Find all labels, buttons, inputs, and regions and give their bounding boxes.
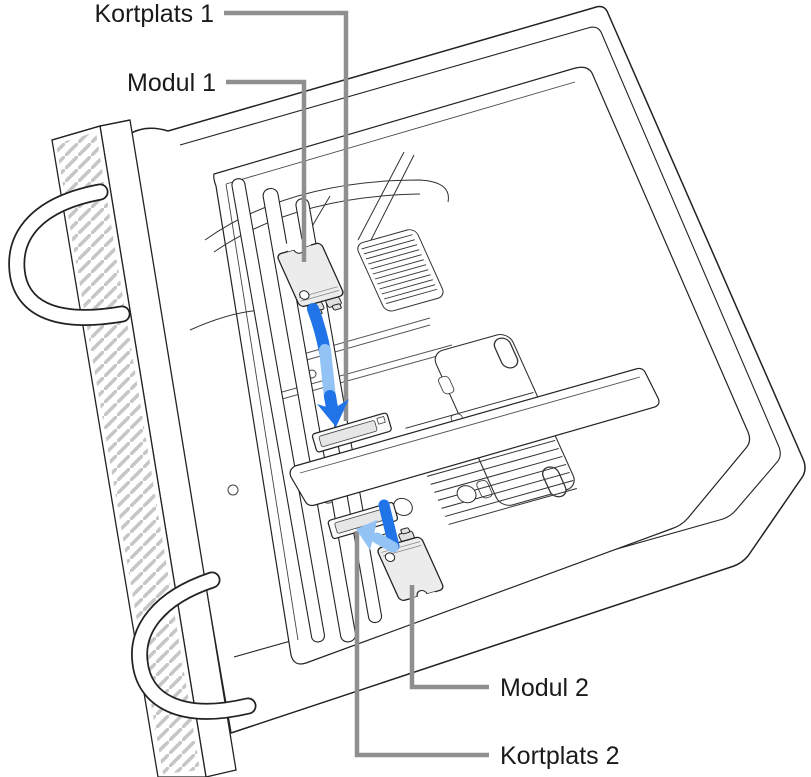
- leader-kortplats-2: [354, 531, 489, 758]
- plate-clip: [476, 480, 493, 499]
- leader-modul-1: [226, 79, 307, 262]
- leader-modul-2: [409, 585, 489, 690]
- label-modul-1: Modul 1: [127, 69, 216, 97]
- bottom-foot-handle: [131, 571, 257, 720]
- insertion-arrow-module1-icon: [307, 303, 349, 427]
- label-modul-2: Modul 2: [500, 674, 589, 702]
- oval-cutout: [541, 466, 567, 498]
- oval-cutout: [493, 337, 519, 369]
- label-kortplats-1: Kortplats 1: [94, 0, 214, 28]
- label-kortplats-2: Kortplats 2: [500, 742, 620, 770]
- vent-grille: [357, 229, 444, 312]
- panel-top-cap: [51, 119, 131, 141]
- insertion-arrow-module2-icon: [356, 499, 400, 553]
- module-screw: [299, 290, 310, 300]
- cable-clip: [227, 484, 239, 496]
- chassis-rail: [231, 178, 326, 643]
- ssd-cover-plate: [289, 367, 660, 507]
- leader-kortplats-1: [224, 10, 349, 421]
- callout-labels: Kortplats 1 Modul 1 Modul 2 Kortplats 2: [94, 0, 619, 770]
- inner-frame-edge-lines: [225, 81, 576, 641]
- ssd-slot-1: [311, 412, 392, 453]
- standoff: [456, 485, 477, 504]
- case-opening-rim: [179, 26, 781, 658]
- callout-leader-lines: [224, 10, 489, 758]
- plate-clip: [438, 375, 455, 395]
- board-edge-lines: [281, 317, 453, 400]
- top-handle: [8, 183, 131, 326]
- heatsink-fins: [392, 391, 578, 525]
- module-screw: [384, 552, 396, 562]
